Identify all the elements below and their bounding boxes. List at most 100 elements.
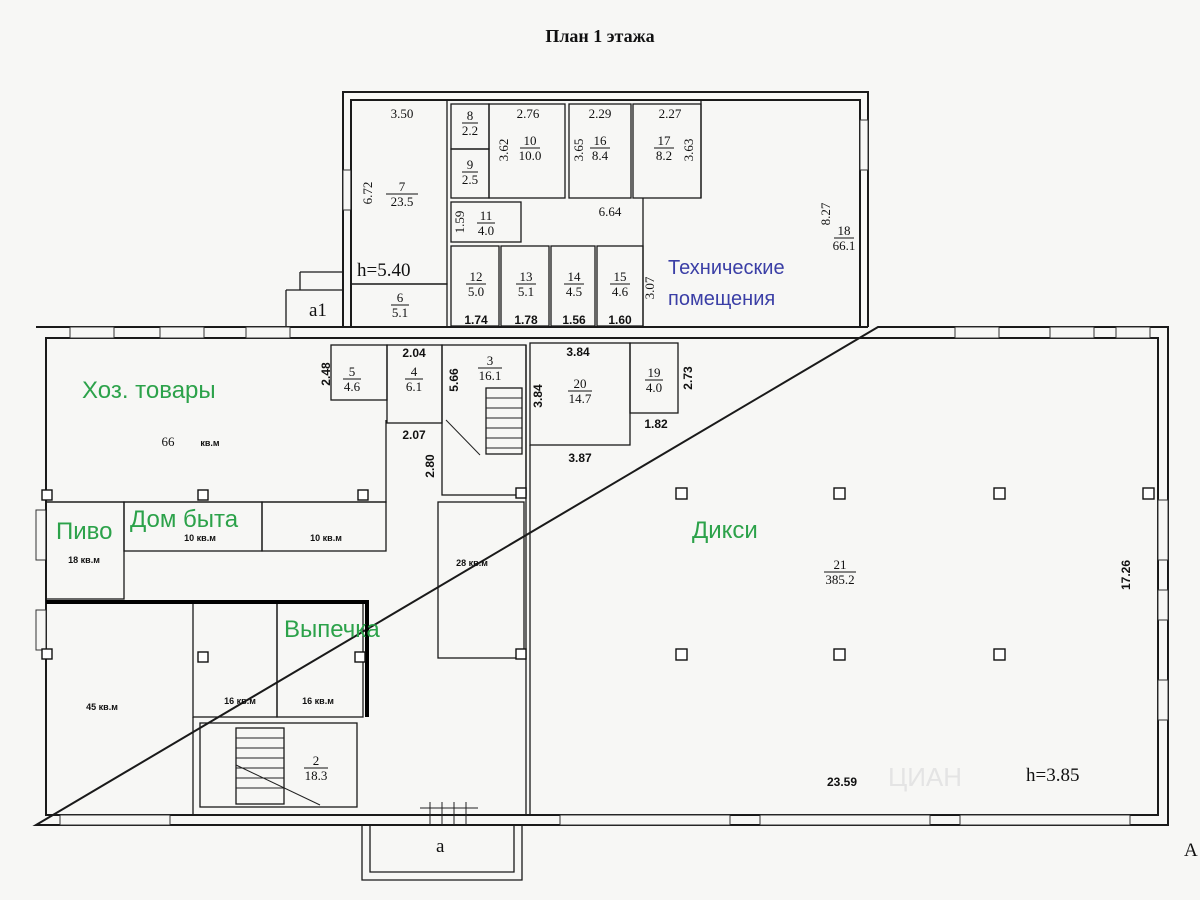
room-area: 385.2 [825,572,854,587]
zone-beer: Пиво [56,518,112,545]
dim-label: 2.07 [402,428,426,442]
room-area: 6.1 [406,379,422,394]
dim-label: 2.27 [659,106,682,121]
area-label: 18 кв.м [68,555,100,565]
room-number: 3 [487,353,494,368]
dim-label: 2.76 [517,106,540,121]
zone-consumer-services: Дом быта [130,506,239,533]
dim-label: 2.48 [319,362,333,386]
room-number: 13 [520,269,533,284]
room-label: 144.5 [564,269,584,299]
area-label: 45 кв.м [86,702,118,712]
dim-label: 3.07 [642,276,657,299]
room-label: 46.1 [405,364,423,394]
room-label: 168.4 [590,133,610,163]
room-area: 2.5 [462,172,478,187]
room-number: 17 [658,133,672,148]
room-area: 4.6 [612,284,629,299]
room-area: 23.5 [391,194,414,209]
room-labels: 1866.1723.582.292.51010.0168.4178.2114.0… [304,108,856,783]
watermark: ЦИАН [888,762,962,792]
dim-label: 2.04 [402,346,426,360]
mark-a1: a1 [309,300,327,321]
main-interior [45,342,679,815]
room-area: 10.0 [519,148,542,163]
area-label: кв.м [200,438,220,448]
room-label: 194.0 [645,365,663,395]
room-number: 14 [568,269,582,284]
room-area: 4.5 [566,284,582,299]
room-number: 4 [411,364,418,379]
dim-label: 1.74 [464,313,488,327]
room-label: 135.1 [516,269,536,299]
room-label: 218.3 [304,753,328,783]
room-label: 178.2 [654,133,674,163]
dim-label: 5.66 [447,368,461,392]
room-number: 20 [574,376,587,391]
room-label: 65.1 [391,290,409,320]
dim-label: 3.65 [571,139,586,162]
room-number: 21 [834,557,847,572]
dim-label: 1.60 [608,313,632,327]
dim-label: 23.59 [827,775,857,789]
room-number: 9 [467,157,474,172]
room-area: 4.0 [646,380,662,395]
room-area: 8.4 [592,148,609,163]
dim-label: 2.73 [681,366,695,390]
room-number: 18 [838,223,851,238]
room-number: 10 [524,133,537,148]
zone-bakery: Выпечка [284,616,380,643]
area-label: 16 кв.м [302,696,334,706]
room-number: 12 [470,269,483,284]
dim-label: 3.87 [568,451,592,465]
room-area: 5.0 [468,284,484,299]
dim-label: 3.84 [531,384,545,408]
room-area: 4.6 [344,379,361,394]
area-label: 10 кв.м [184,533,216,543]
room-number: 7 [399,179,406,194]
zone-labels: Хоз. товары Пиво Дом быта Выпечка Дикси … [56,257,785,643]
area-label: 10 кв.м [310,533,342,543]
room-number: 2 [313,753,320,768]
area-label: 16 кв.м [224,696,256,706]
dim-label: 1.59 [452,211,467,234]
room-area: 5.1 [518,284,534,299]
dim-label: 6.64 [599,204,622,219]
zone-dixy: Дикси [692,517,758,544]
dim-label: 1.56 [562,313,586,327]
plan-title: План 1 этажа [545,26,654,46]
dim-label: 3.62 [496,139,511,162]
dim-label: 2.29 [589,106,612,121]
room-label: 154.6 [610,269,630,299]
room-label: 92.5 [462,157,478,187]
dim-label: 3.50 [391,106,414,121]
room-area: 5.1 [392,305,408,320]
room-number: 6 [397,290,404,305]
lease-boundary [46,600,369,717]
dim-label: 3.84 [566,345,590,359]
room-label: 125.0 [466,269,486,299]
dim-label: 2.80 [423,454,437,478]
room-area: 8.2 [656,148,672,163]
room-number: 8 [467,108,474,123]
room-area: 16.1 [479,368,502,383]
room-label: 723.5 [386,179,418,209]
room-number: 11 [480,208,493,223]
dim-label: 3.63 [681,139,696,162]
room-number: 19 [648,365,661,380]
dim-label: 1.82 [644,417,668,431]
room-number: 16 [594,133,608,148]
dim-label: 8.27 [818,202,833,225]
upper-interior [350,99,702,328]
zone-technical-line2: помещения [668,288,775,310]
mark-edge: А [1184,840,1198,861]
dim-label: 17.26 [1119,560,1133,590]
room-area: 66.1 [833,238,856,253]
room-number: 5 [349,364,356,379]
room-area: 2.2 [462,123,478,138]
